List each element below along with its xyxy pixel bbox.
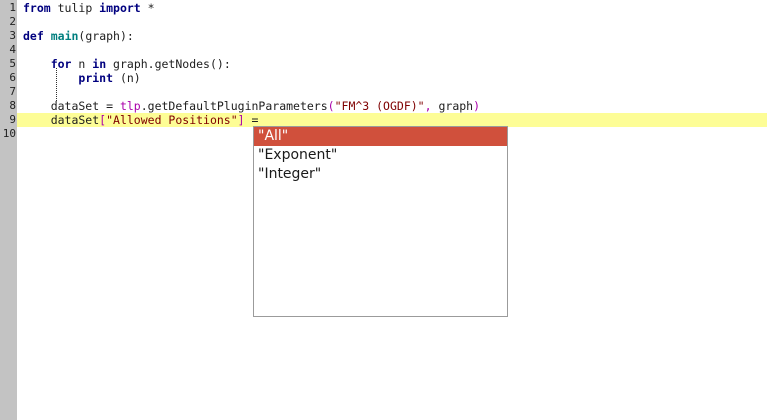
code-token-plain: .getDefaultPluginParameters: [140, 99, 328, 113]
code-token-plain: [23, 71, 78, 85]
code-token-plain: dataSet =: [23, 99, 120, 113]
line-number: 8: [9, 99, 16, 112]
line-number: 7: [9, 85, 16, 98]
code-line[interactable]: def main(graph):: [17, 29, 767, 43]
code-line[interactable]: dataSet = tlp.getDefaultPluginParameters…: [17, 99, 767, 113]
code-token-keyword: in: [92, 57, 107, 71]
line-number: 2: [9, 15, 16, 28]
code-token-plain: [44, 29, 51, 43]
code-token-punct: ): [473, 99, 481, 113]
line-number: 5: [9, 57, 16, 70]
code-token-keyword: from: [23, 1, 51, 15]
line-number: 9: [9, 113, 16, 126]
line-number: 10: [2, 127, 16, 140]
line-number: 1: [9, 1, 16, 14]
code-token-module: tlp: [119, 99, 141, 113]
autocomplete-popup[interactable]: "All""Exponent" "Integer": [253, 126, 508, 317]
indent-guide: [56, 68, 58, 101]
code-token-keyword: print: [78, 71, 114, 85]
code-token-plain: dataSet: [23, 113, 100, 127]
code-token-keyword: def: [23, 29, 44, 43]
autocomplete-item[interactable]: "Exponent": [258, 147, 338, 163]
code-token-punct: (: [327, 99, 335, 113]
code-token-keyword: for: [50, 57, 72, 71]
code-line[interactable]: [17, 85, 767, 99]
code-token-string: "Allowed Positions": [106, 113, 238, 127]
code-token-function: main: [50, 29, 79, 43]
autocomplete-item[interactable]: "All": [254, 127, 507, 146]
code-line[interactable]: [17, 15, 767, 29]
code-token-string: "FM^3 (OGDF)": [334, 99, 425, 113]
code-line[interactable]: [17, 43, 767, 57]
code-token-keyword: import: [99, 1, 141, 15]
code-token-plain: [23, 57, 51, 71]
code-token-plain: (graph):: [78, 29, 134, 43]
autocomplete-item[interactable]: "Integer": [258, 166, 322, 182]
code-line[interactable]: for n in graph.getNodes():: [17, 57, 767, 71]
line-number: 4: [9, 43, 16, 56]
code-token-punct: ]: [237, 113, 245, 127]
code-lines: from tulip import * def main(graph): for …: [17, 1, 767, 141]
code-token-plain: =: [244, 113, 266, 127]
line-number: 6: [9, 71, 16, 84]
line-number: 3: [9, 29, 16, 42]
code-line[interactable]: from tulip import *: [17, 1, 767, 15]
code-line[interactable]: print (n): [17, 71, 767, 85]
code-token-punct: ,: [424, 99, 432, 113]
code-token-plain: graph.getNodes():: [106, 57, 231, 71]
code-token-plain: *: [140, 1, 155, 15]
code-token-plain: n: [71, 57, 93, 71]
code-token-plain: graph: [431, 99, 474, 113]
code-token-plain: (n): [113, 71, 141, 85]
code-token-punct: [: [99, 113, 107, 127]
autocomplete-list[interactable]: "All""Exponent" "Integer": [254, 127, 507, 184]
code-token-plain: tulip: [50, 1, 100, 15]
code-line[interactable]: dataSet["Allowed Positions"] =: [17, 113, 767, 127]
